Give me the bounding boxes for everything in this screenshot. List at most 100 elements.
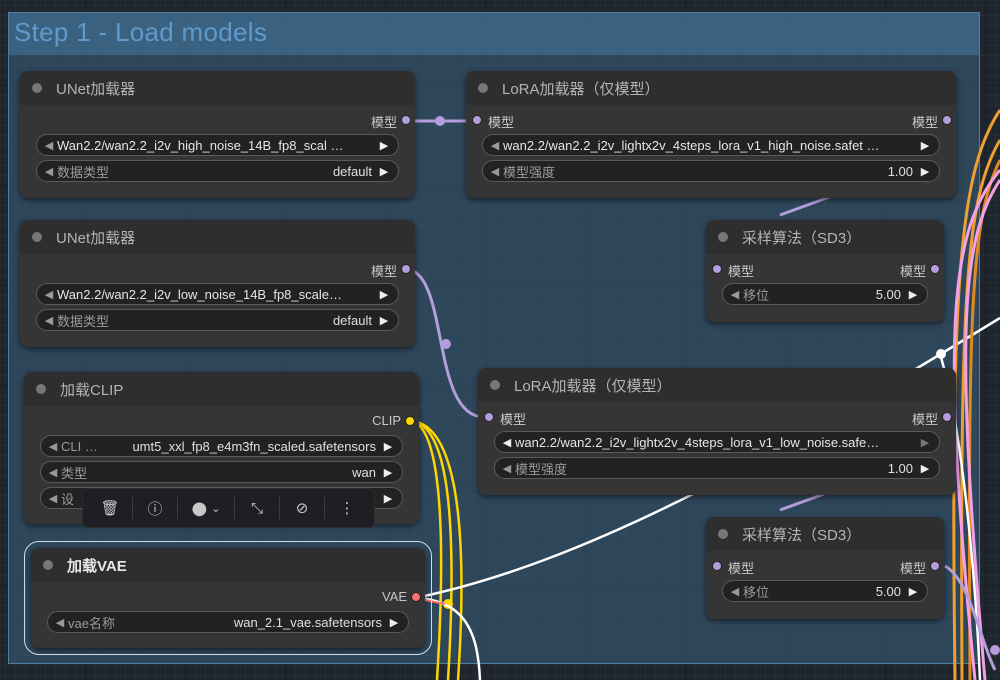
collapse-dot[interactable] [36, 384, 46, 394]
node-header[interactable]: 加载CLIP [24, 372, 419, 406]
arrow-left-icon[interactable]: ◀ [44, 288, 54, 301]
arrow-left-icon[interactable]: ◀ [55, 616, 65, 629]
arrow-right-icon[interactable]: ▶ [379, 165, 389, 178]
group-header[interactable] [9, 13, 979, 55]
node-title: 加载VAE [67, 557, 127, 575]
arrow-left-icon[interactable]: ◀ [490, 165, 500, 178]
arrow-left-icon[interactable]: ◀ [48, 492, 58, 505]
arrow-right-icon[interactable]: ▶ [908, 585, 918, 598]
output-label-model: 模型 [899, 561, 926, 576]
node-title: LoRA加载器（仅模型） [514, 377, 672, 395]
node-title: UNet加载器 [56, 80, 136, 98]
input-port-model[interactable] [472, 115, 482, 125]
more-icon[interactable]: ⋮ [339, 499, 355, 517]
dtype-combo[interactable]: ◀ 数据类型 default ▶ [36, 309, 399, 331]
arrow-left-icon[interactable]: ◀ [44, 314, 54, 327]
node-lora-loader-high[interactable]: LoRA加载器（仅模型） 模型 模型 ◀ wan2.2/wan2.2_i2v_l… [466, 71, 956, 198]
arrow-left-icon[interactable]: ◀ [730, 288, 740, 301]
arrow-right-icon[interactable]: ▶ [383, 466, 393, 479]
collapse-dot[interactable] [43, 560, 53, 570]
input-label-model: 模型 [728, 264, 755, 279]
node-load-vae[interactable]: 加载VAE VAE ◀ vae名称 wan_2.1_vae.safetensor… [24, 541, 432, 655]
node-model-sampling-sd3-2[interactable]: 采样算法（SD3） 模型 模型 ◀ 移位 5.00 ▶ [706, 517, 944, 619]
collapse-dot[interactable] [32, 232, 42, 242]
node-header[interactable]: UNet加载器 [20, 71, 415, 105]
type-combo[interactable]: ◀ 类型 wan ▶ [40, 461, 403, 483]
output-label-model: 模型 [899, 264, 926, 279]
arrow-left-icon[interactable]: ◀ [490, 139, 500, 152]
arrow-right-icon[interactable]: ▶ [920, 165, 930, 178]
node-header[interactable]: UNet加载器 [20, 220, 415, 254]
arrow-right-icon[interactable]: ▶ [389, 616, 399, 629]
arrow-right-icon[interactable]: ▶ [908, 288, 918, 301]
info-icon[interactable]: ⓘ [147, 499, 163, 518]
bypass-icon[interactable]: ⊘ [295, 499, 309, 517]
node-model-sampling-sd3-1[interactable]: 采样算法（SD3） 模型 模型 ◀ 移位 5.00 ▶ [706, 220, 944, 322]
output-label-model: 模型 [370, 264, 397, 279]
input-port-model[interactable] [712, 561, 722, 571]
dtype-combo[interactable]: ◀ 数据类型 default ▶ [36, 160, 399, 182]
node-header[interactable]: 采样算法（SD3） [706, 220, 944, 254]
collapse-dot[interactable] [718, 232, 728, 242]
lora-name-combo[interactable]: ◀ wan2.2/wan2.2_i2v_lightx2v_4steps_lora… [482, 134, 940, 156]
collapse-dot[interactable] [718, 529, 728, 539]
node-header[interactable]: 加载VAE [31, 548, 425, 582]
collapse-dot[interactable] [32, 83, 42, 93]
unet-name-combo[interactable]: ◀ Wan2.2/wan2.2_i2v_high_noise_14B_fp8_s… [36, 134, 399, 156]
arrow-right-icon[interactable]: ▶ [920, 139, 930, 152]
arrow-left-icon[interactable]: ◀ [44, 139, 54, 152]
output-port-vae[interactable] [411, 592, 421, 602]
strength-number[interactable]: ◀ 模型强度 1.00 ▶ [494, 457, 940, 479]
arrow-right-icon[interactable]: ▶ [383, 440, 393, 453]
input-label-model: 模型 [488, 115, 515, 130]
arrow-right-icon[interactable]: ▶ [383, 492, 393, 505]
arrow-right-icon[interactable]: ▶ [379, 314, 389, 327]
shift-number[interactable]: ◀ 移位 5.00 ▶ [722, 283, 928, 305]
chevron-down-icon: ⌄ [211, 501, 221, 515]
toolbar-divider [132, 497, 133, 519]
color-picker-button[interactable]: ● ⌄ [184, 494, 228, 522]
arrow-left-icon[interactable]: ◀ [730, 585, 740, 598]
arrow-left-icon[interactable]: ◀ [502, 462, 512, 475]
output-port-model[interactable] [401, 115, 411, 125]
output-port-model[interactable] [930, 561, 940, 571]
arrow-right-icon[interactable]: ▶ [920, 436, 930, 449]
output-port-clip[interactable] [405, 416, 415, 426]
node-header[interactable]: 采样算法（SD3） [706, 517, 944, 551]
output-label-vae: VAE [381, 589, 407, 604]
arrow-right-icon[interactable]: ▶ [379, 139, 389, 152]
arrow-left-icon[interactable]: ◀ [48, 466, 58, 479]
input-port-model[interactable] [712, 264, 722, 274]
output-port-model[interactable] [930, 264, 940, 274]
color-icon: ● [191, 497, 208, 519]
clip-name-combo[interactable]: ◀ CLI … umt5_xxl_fp8_e4m3fn_scaled.safet… [40, 435, 403, 457]
output-port-model[interactable] [401, 264, 411, 274]
collapse-dot[interactable] [478, 83, 488, 93]
collapse-dot[interactable] [490, 380, 500, 390]
unet-name-combo[interactable]: ◀ Wan2.2/wan2.2_i2v_low_noise_14B_fp8_sc… [36, 283, 399, 305]
arrow-left-icon[interactable]: ◀ [502, 436, 512, 449]
node-title: 采样算法（SD3） [742, 229, 862, 247]
shift-number[interactable]: ◀ 移位 5.00 ▶ [722, 580, 928, 602]
input-label-model: 模型 [500, 412, 527, 427]
output-port-model[interactable] [942, 412, 952, 422]
strength-number[interactable]: ◀ 模型强度 1.00 ▶ [482, 160, 940, 182]
node-header[interactable]: LoRA加载器（仅模型） [466, 71, 956, 105]
output-label-clip: CLIP [372, 413, 401, 428]
toolbar-divider [324, 497, 325, 519]
arrow-right-icon[interactable]: ▶ [920, 462, 930, 475]
arrow-right-icon[interactable]: ▶ [379, 288, 389, 301]
arrow-left-icon[interactable]: ◀ [44, 165, 54, 178]
collapse-icon[interactable]: ⤡ [250, 499, 263, 517]
arrow-left-icon[interactable]: ◀ [48, 440, 58, 453]
node-header[interactable]: LoRA加载器（仅模型） [478, 368, 956, 402]
trash-icon[interactable]: 🗑 [100, 499, 120, 517]
lora-name-combo[interactable]: ◀ wan2.2/wan2.2_i2v_lightx2v_4steps_lora… [494, 431, 940, 453]
node-unet-loader-low[interactable]: UNet加载器 模型 ◀ Wan2.2/wan2.2_i2v_low_noise… [20, 220, 415, 347]
node-title: 加载CLIP [60, 381, 124, 399]
input-port-model[interactable] [484, 412, 494, 422]
node-lora-loader-low[interactable]: LoRA加载器（仅模型） 模型 模型 ◀ wan2.2/wan2.2_i2v_l… [478, 368, 956, 495]
output-port-model[interactable] [942, 115, 952, 125]
node-unet-loader-high[interactable]: UNet加载器 模型 ◀ Wan2.2/wan2.2_i2v_high_nois… [20, 71, 415, 198]
vae-name-combo[interactable]: ◀ vae名称 wan_2.1_vae.safetensors ▶ [47, 611, 409, 633]
